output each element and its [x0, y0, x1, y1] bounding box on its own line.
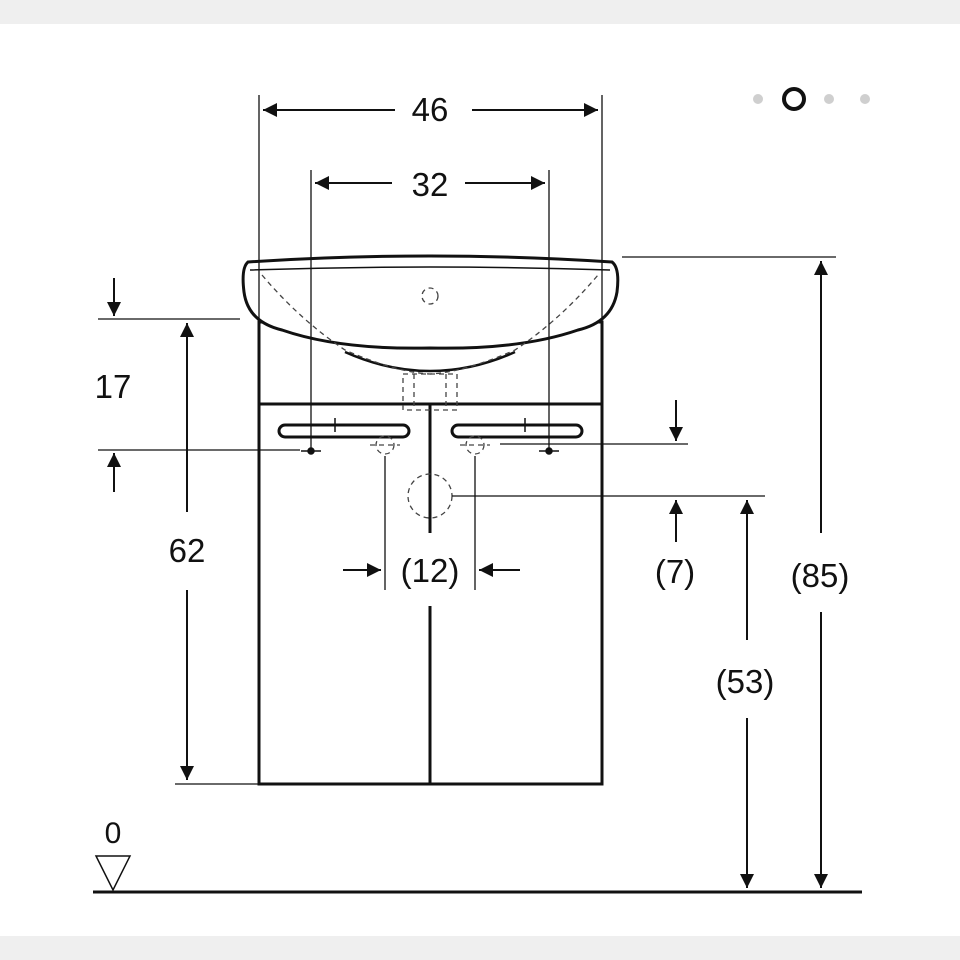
- carousel-dot-2-active[interactable]: [782, 87, 806, 111]
- floor-level-label: 0: [105, 817, 122, 850]
- dim-overall-height: (85): [791, 557, 850, 594]
- dim-tap-hole-spacing: 32: [412, 166, 449, 203]
- carousel-dot-4[interactable]: [860, 94, 870, 104]
- extension-lines: [98, 95, 836, 785]
- carousel-dot-3[interactable]: [824, 94, 834, 104]
- bottom-bar: [0, 936, 960, 960]
- dim-cabinet-height: 62: [169, 532, 206, 569]
- valve-symbols: [301, 418, 559, 455]
- basin-rim-line: [249, 266, 611, 271]
- washbasin: [241, 254, 620, 350]
- dimension-lines: [107, 103, 828, 888]
- dim-drain-height: (53): [716, 663, 775, 700]
- dim-basin-to-tap-height: 17: [95, 368, 132, 405]
- floor-level-symbol: [94, 855, 132, 892]
- dim-overall-width: 46: [412, 91, 449, 128]
- basin-bowl-line: [344, 350, 516, 373]
- dim-drain-offset: (7): [655, 553, 695, 590]
- carousel-pagination: [748, 86, 878, 114]
- carousel-dot-1[interactable]: [753, 94, 763, 104]
- dim-waste-spacing: (12): [401, 552, 460, 589]
- top-bar: [0, 0, 960, 24]
